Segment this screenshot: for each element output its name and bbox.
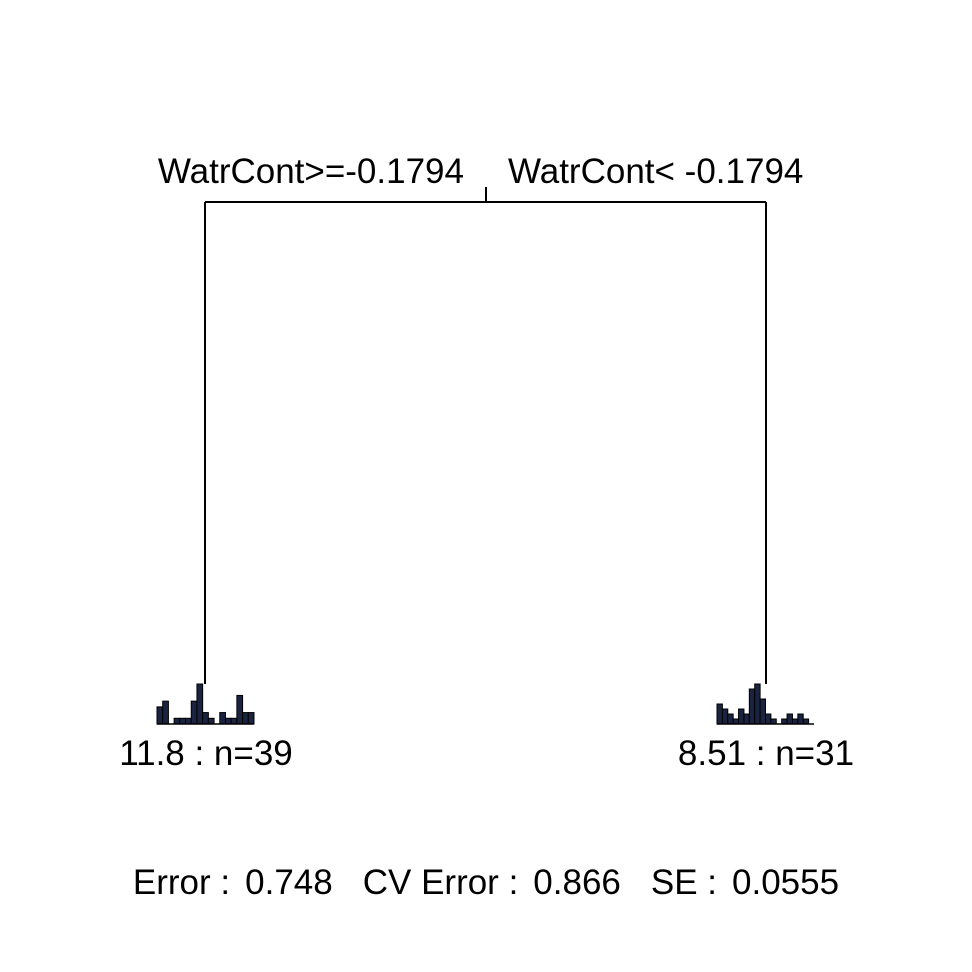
se-label: SE : — [651, 863, 717, 902]
histogram-bar — [247, 712, 255, 725]
histogram-bar — [179, 717, 187, 725]
error-summary: Error : 0.748 CV Error : 0.866 SE : 0.0555 — [133, 863, 839, 902]
histogram-bar — [236, 694, 244, 725]
histogram-bar — [242, 712, 249, 725]
histogram-bar — [190, 700, 198, 725]
histogram-bar — [743, 713, 750, 725]
histogram-bar — [230, 717, 238, 725]
right-leaf-histogram — [716, 683, 814, 725]
left-leaf-label: 11.8 : n=39 — [119, 734, 293, 773]
cv-error-label: CV Error : — [363, 863, 519, 902]
histogram-bar — [748, 688, 756, 725]
histogram-bar — [202, 712, 209, 725]
histogram-bar — [219, 712, 226, 725]
right-leaf-label: 8.51 : n=31 — [678, 734, 854, 773]
right-split-label: WatrCont< -0.1794 — [508, 152, 803, 191]
histogram-bar — [738, 708, 745, 725]
histogram-bar — [727, 713, 734, 725]
histogram-bar — [765, 713, 772, 725]
histogram-bar — [156, 706, 164, 725]
histogram-bar — [754, 683, 761, 725]
histogram-bar — [173, 717, 181, 725]
histogram-bar — [207, 717, 215, 725]
error-value: 0.748 — [245, 863, 333, 902]
histogram-bar — [716, 703, 723, 725]
left-split-label: WatrCont>=-0.1794 — [158, 152, 464, 191]
se-value: 0.0555 — [732, 863, 839, 902]
cv-error-value: 0.866 — [533, 863, 621, 902]
histogram-bar — [786, 713, 793, 725]
left-leaf-histogram — [156, 683, 255, 725]
histogram-bar — [162, 700, 169, 725]
histogram-bar — [185, 717, 192, 725]
histogram-bar — [196, 683, 204, 725]
histogram-bar — [224, 717, 232, 725]
error-label: Error : — [133, 863, 230, 902]
histogram-bar — [721, 708, 729, 725]
histogram-bar — [759, 698, 766, 725]
histogram-bar — [797, 713, 804, 725]
